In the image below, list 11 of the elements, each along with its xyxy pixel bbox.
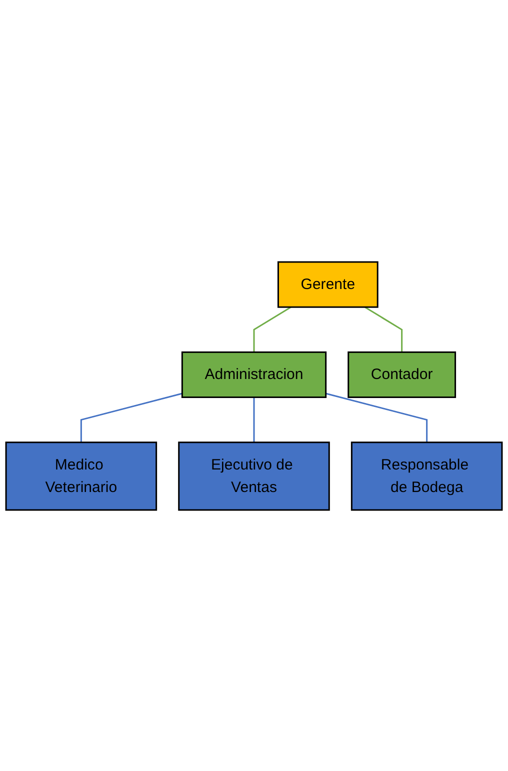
node-box: Ejecutivo de Ventas xyxy=(178,441,330,510)
connector xyxy=(253,396,255,442)
connector xyxy=(364,306,403,352)
connector xyxy=(326,392,428,442)
connector xyxy=(80,392,182,442)
node-box: Responsable de Bodega xyxy=(350,441,503,510)
node-box: Medico Veterinario xyxy=(5,441,158,510)
node-box: Gerente xyxy=(277,260,378,308)
node-box: Administracion xyxy=(181,350,327,398)
connector xyxy=(253,306,292,352)
node-box: Contador xyxy=(348,350,456,398)
